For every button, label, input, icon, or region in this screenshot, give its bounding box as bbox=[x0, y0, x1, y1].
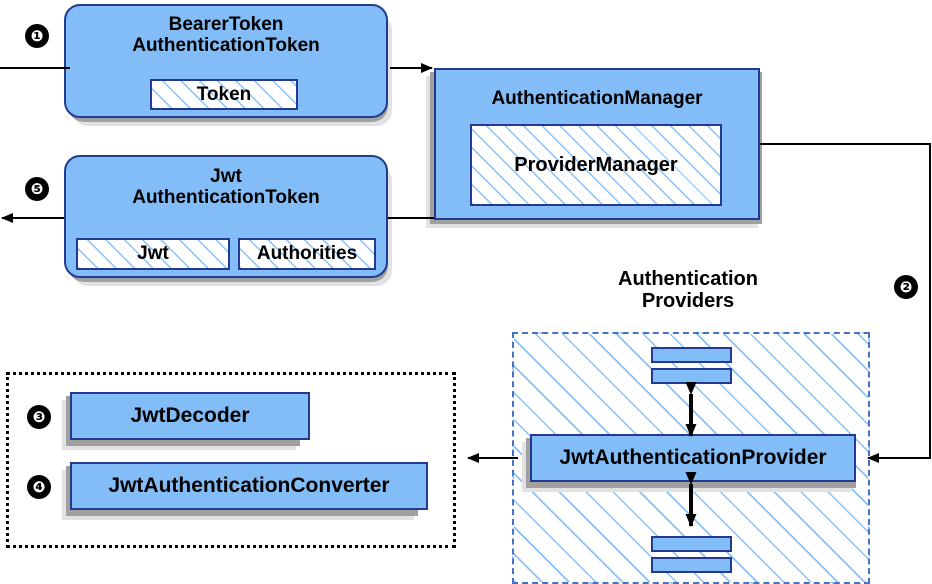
chip-provider-manager: ProviderManager bbox=[470, 124, 722, 206]
authentication-providers-label-line1: Authentication bbox=[618, 268, 758, 290]
step-marker-3: ❸ bbox=[27, 405, 51, 429]
jwt-token-title-line2: AuthenticationToken bbox=[132, 187, 320, 209]
chip-authorities: Authorities bbox=[238, 238, 376, 270]
node-bearer-token-authentication-token[interactable]: BearerToken AuthenticationToken bbox=[64, 4, 388, 118]
bearer-token-title-line1: BearerToken bbox=[168, 14, 284, 35]
provider-stub-top-1 bbox=[651, 347, 732, 363]
chip-jwt: Jwt bbox=[76, 238, 230, 270]
jwt-token-title-line1: Jwt bbox=[210, 166, 242, 187]
step-marker-1: ❶ bbox=[25, 24, 49, 48]
node-jwt-authentication-converter[interactable]: JwtAuthenticationConverter bbox=[70, 462, 428, 510]
node-jwt-decoder[interactable]: JwtDecoder bbox=[70, 392, 310, 440]
step-marker-2: ❷ bbox=[894, 275, 918, 299]
authentication-providers-label: Authentication Providers bbox=[566, 268, 810, 313]
provider-stub-bottom-2 bbox=[651, 557, 732, 573]
authentication-manager-title: AuthenticationManager bbox=[491, 88, 703, 109]
bearer-token-title-line2: AuthenticationToken bbox=[132, 35, 320, 57]
node-jwt-authentication-provider[interactable]: JwtAuthenticationProvider bbox=[530, 434, 856, 482]
chip-token: Token bbox=[150, 79, 298, 110]
step-marker-5: ❺ bbox=[25, 177, 49, 201]
jwt-support-group bbox=[6, 372, 456, 548]
authentication-providers-label-line2: Providers bbox=[641, 290, 735, 313]
provider-stub-top-2 bbox=[651, 368, 732, 384]
step-marker-4: ❹ bbox=[27, 475, 51, 499]
provider-stub-bottom-1 bbox=[651, 536, 732, 552]
